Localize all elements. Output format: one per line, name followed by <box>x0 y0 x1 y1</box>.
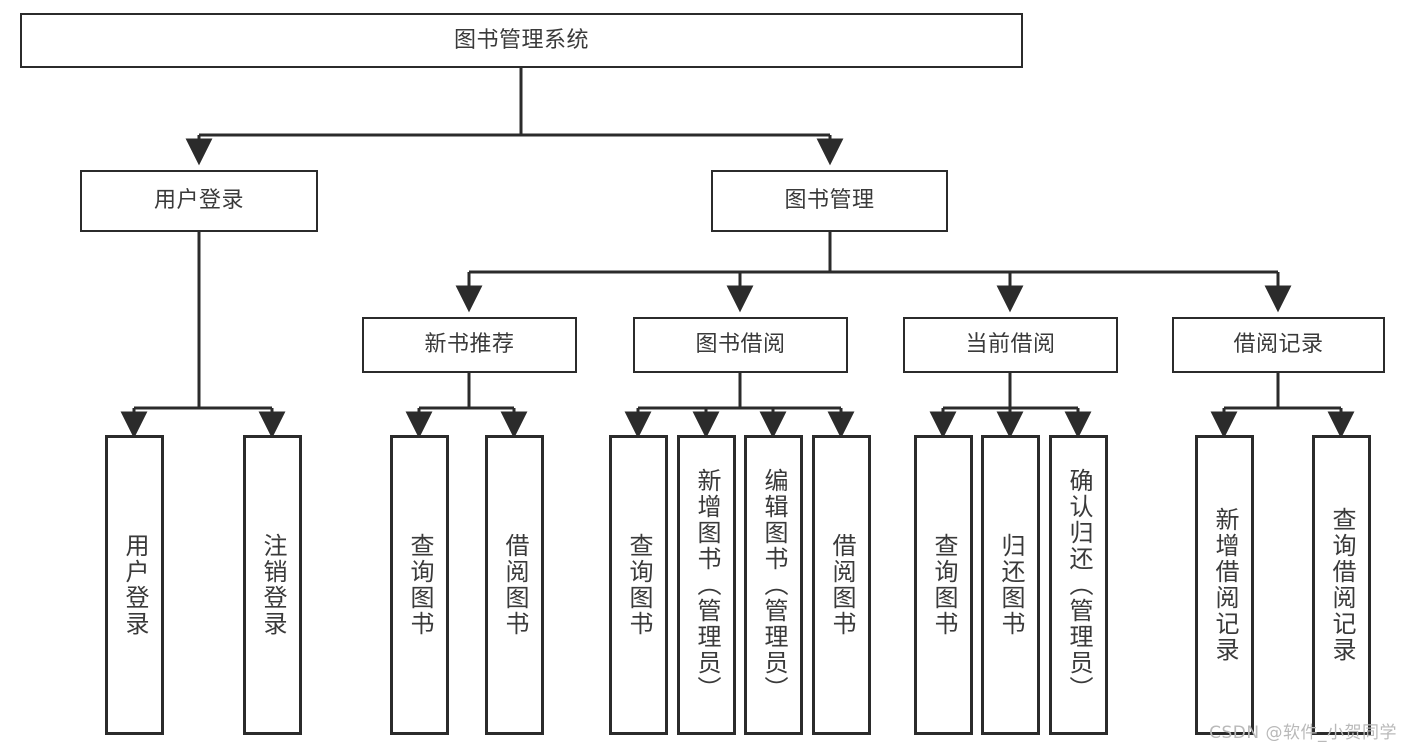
node-label: 注销登录 <box>258 533 287 637</box>
node-new-book-recommend[interactable]: 新书推荐 <box>362 317 577 373</box>
node-label: 借阅图书 <box>500 533 529 637</box>
leaf-book-borrow-edit-book-admin[interactable]: 编辑图书（管理员） <box>744 435 803 735</box>
leaf-book-borrow-add-book-admin[interactable]: 新增图书（管理员） <box>677 435 736 735</box>
node-label: 新增借阅记录 <box>1210 507 1239 663</box>
node-label: 新书推荐 <box>424 332 515 358</box>
node-label: 查询图书 <box>405 533 434 637</box>
node-label: 图书借阅 <box>695 332 786 358</box>
node-book-management[interactable]: 图书管理 <box>711 170 948 232</box>
node-label: 归还图书 <box>996 533 1025 637</box>
leaf-new-book-borrow-book[interactable]: 借阅图书 <box>485 435 544 735</box>
leaf-current-borrow-return-book[interactable]: 归还图书 <box>981 435 1040 735</box>
node-label: 用户登录 <box>153 188 244 214</box>
node-label: 确认归还（管理员） <box>1064 468 1093 702</box>
leaf-book-borrow-borrow-book[interactable]: 借阅图书 <box>812 435 871 735</box>
watermark: CSDN @软件_小贺同学 <box>1209 723 1397 743</box>
node-label: 图书管理 <box>784 188 875 214</box>
leaf-book-borrow-query-book[interactable]: 查询图书 <box>609 435 668 735</box>
node-label: 用户登录 <box>120 533 149 637</box>
leaf-current-borrow-confirm-return-admin[interactable]: 确认归还（管理员） <box>1049 435 1108 735</box>
node-label: 查询图书 <box>929 533 958 637</box>
leaf-user-login-logout[interactable]: 注销登录 <box>243 435 302 735</box>
node-book-borrow[interactable]: 图书借阅 <box>633 317 848 373</box>
leaf-borrow-records-add-record[interactable]: 新增借阅记录 <box>1195 435 1254 735</box>
node-root-book-management-system[interactable]: 图书管理系统 <box>20 13 1023 68</box>
leaf-borrow-records-query-record[interactable]: 查询借阅记录 <box>1312 435 1371 735</box>
node-label: 编辑图书（管理员） <box>759 468 788 702</box>
leaf-new-book-query-book[interactable]: 查询图书 <box>390 435 449 735</box>
node-label: 图书管理系统 <box>453 27 589 53</box>
node-label: 查询借阅记录 <box>1327 507 1356 663</box>
node-label: 当前借阅 <box>965 332 1056 358</box>
leaf-user-login-login[interactable]: 用户登录 <box>105 435 164 735</box>
node-label: 借阅记录 <box>1233 332 1324 358</box>
node-borrow-records[interactable]: 借阅记录 <box>1172 317 1385 373</box>
leaf-current-borrow-query-book[interactable]: 查询图书 <box>914 435 973 735</box>
node-label: 新增图书（管理员） <box>692 468 721 702</box>
node-current-borrow[interactable]: 当前借阅 <box>903 317 1118 373</box>
node-label: 查询图书 <box>624 533 653 637</box>
node-user-login[interactable]: 用户登录 <box>80 170 318 232</box>
node-label: 借阅图书 <box>827 533 856 637</box>
